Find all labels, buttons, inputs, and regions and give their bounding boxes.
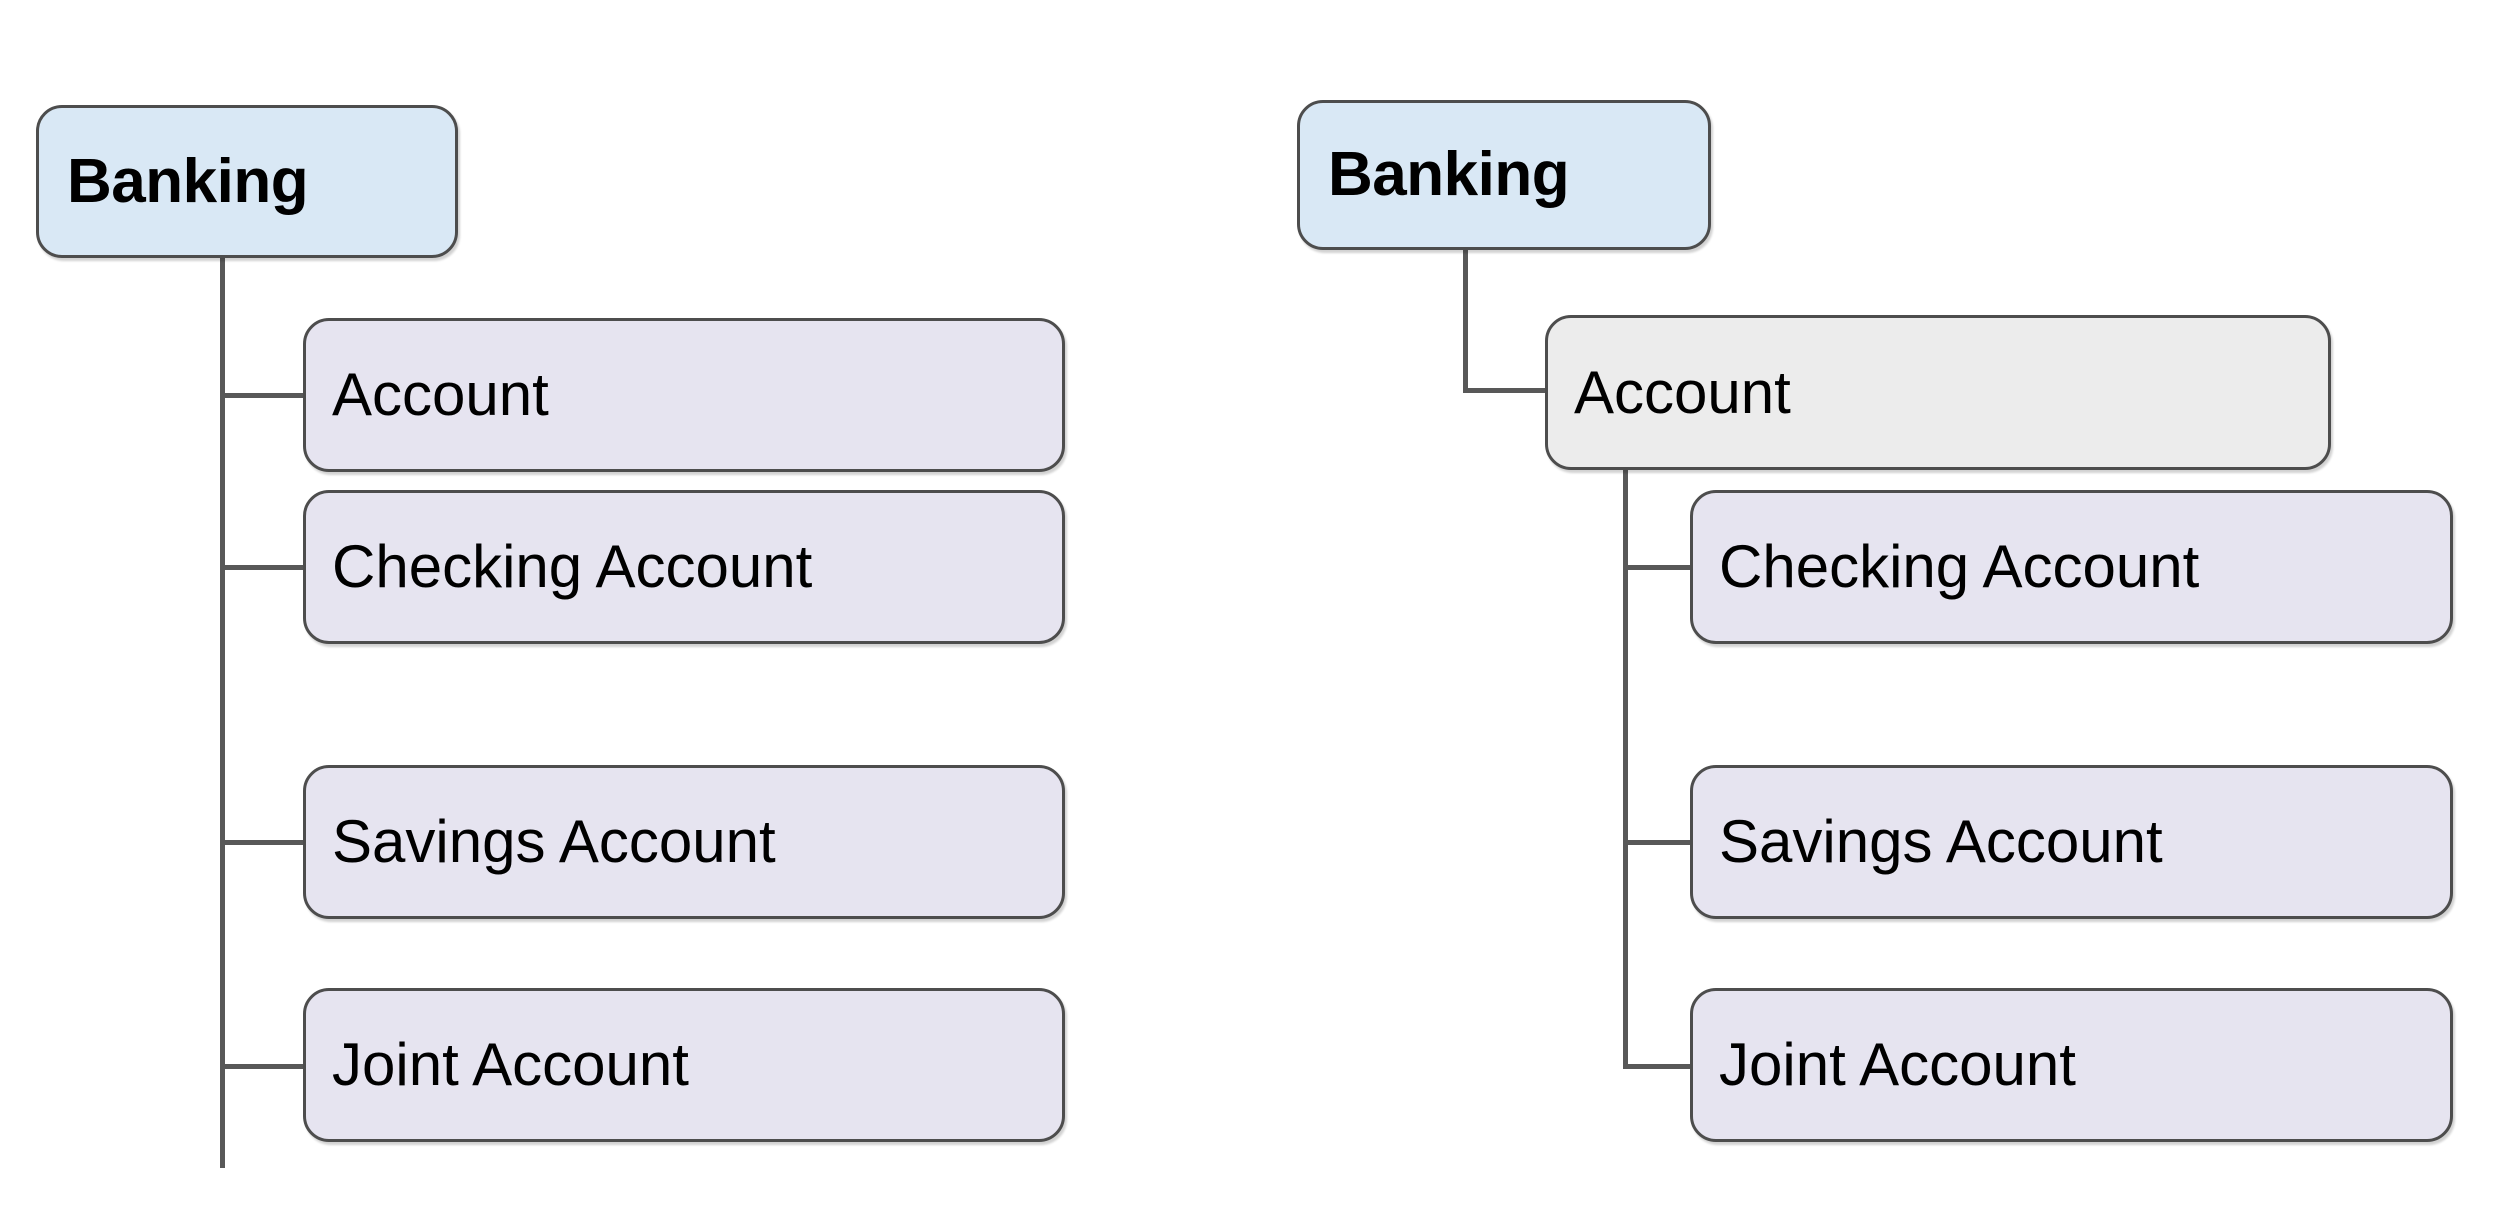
connector-left-stub-checking [220, 565, 308, 570]
connector-left-stub-account [220, 393, 308, 398]
node-right-checking-account[interactable]: Checking Account [1690, 490, 2453, 644]
connector-right-stub-account [1463, 388, 1551, 393]
node-left-account[interactable]: Account [303, 318, 1065, 472]
node-right-account[interactable]: Account [1545, 315, 2331, 470]
connector-right-root-spine [1463, 248, 1468, 393]
node-right-savings-account[interactable]: Savings Account [1690, 765, 2453, 919]
node-left-banking[interactable]: Banking [36, 105, 458, 258]
node-right-joint-account-label: Joint Account [1719, 1031, 2076, 1098]
connector-right-stub-joint [1623, 1064, 1695, 1069]
connector-left-stub-savings [220, 840, 308, 845]
node-left-account-label: Account [332, 361, 549, 428]
node-right-checking-account-label: Checking Account [1719, 533, 2200, 600]
node-right-account-label: Account [1574, 358, 1791, 426]
node-right-banking[interactable]: Banking [1297, 100, 1711, 250]
node-right-joint-account[interactable]: Joint Account [1690, 988, 2453, 1142]
connector-right-account-spine [1623, 468, 1628, 1068]
node-left-banking-label: Banking [67, 146, 309, 216]
connector-right-stub-checking [1623, 565, 1695, 570]
node-left-checking-account[interactable]: Checking Account [303, 490, 1065, 644]
connector-left-spine [220, 256, 225, 1168]
node-right-banking-label: Banking [1328, 140, 1570, 209]
node-left-joint-account[interactable]: Joint Account [303, 988, 1065, 1142]
node-left-joint-account-label: Joint Account [332, 1031, 689, 1098]
node-left-savings-account-label: Savings Account [332, 808, 776, 875]
node-right-savings-account-label: Savings Account [1719, 808, 2163, 875]
node-left-checking-account-label: Checking Account [332, 533, 813, 600]
node-left-savings-account[interactable]: Savings Account [303, 765, 1065, 919]
connector-right-stub-savings [1623, 840, 1695, 845]
connector-left-stub-joint [220, 1064, 308, 1069]
